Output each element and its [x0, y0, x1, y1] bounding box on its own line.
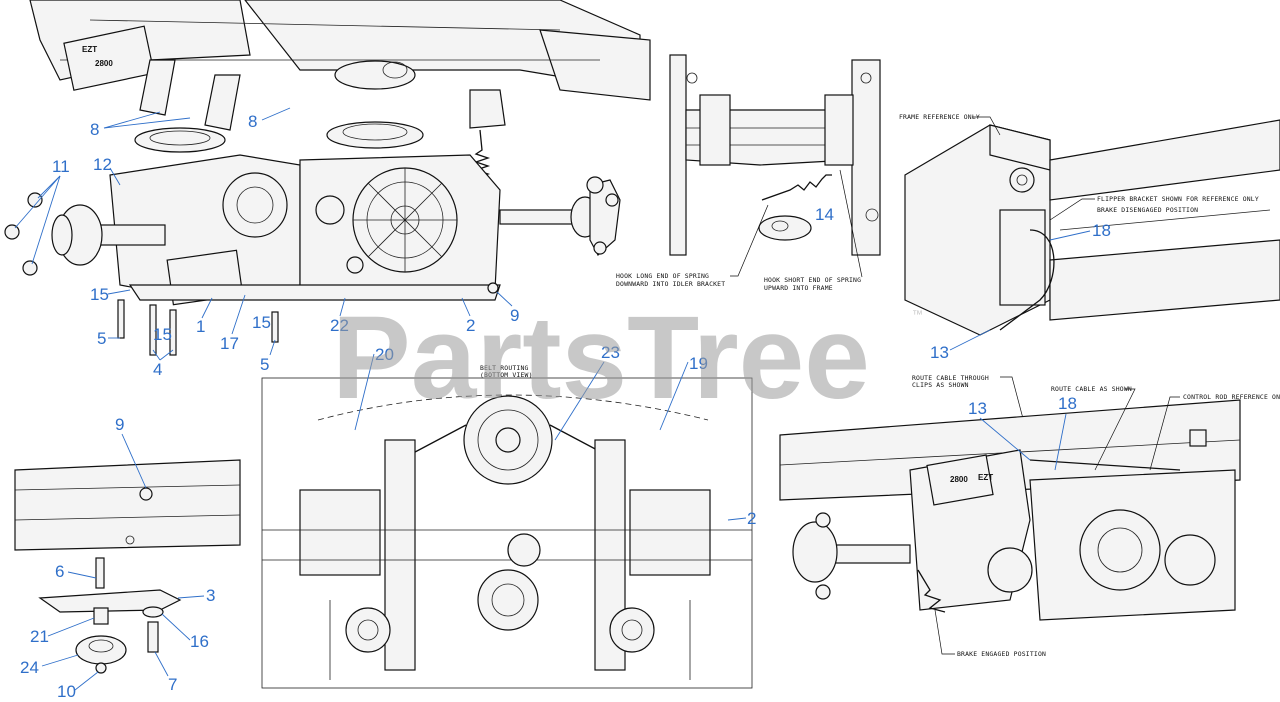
- note-belt-routing-1: BELT ROUTING: [480, 364, 529, 372]
- callout-16: 16: [190, 632, 209, 651]
- decal-model-top: 2800: [95, 59, 113, 68]
- callout-8-right: 8: [248, 112, 257, 131]
- note-hook-long-2: DOWNWARD INTO IDLER BRACKET: [616, 280, 725, 288]
- spring-detail: 14 HOOK LONG END OF SPRING DOWNWARD INTO…: [616, 54, 881, 292]
- callout-15-a: 15: [90, 285, 109, 304]
- note-brake-disengaged: BRAKE DISENGAGED POSITION: [1097, 206, 1198, 214]
- callout-13-bottom: 13: [968, 399, 987, 418]
- callout-9-bottom: 9: [115, 415, 124, 434]
- belt-routing-view: BELT ROUTING (BOTTOM VIEW) 20 23 19 2: [261, 343, 756, 689]
- callout-21: 21: [30, 627, 49, 646]
- transaxle-assembly: EZT 2800: [4, 0, 651, 379]
- flipper-bracket-detail: FRAME REFERENCE ONLY FLIPPER BRACKET SHO…: [899, 113, 1280, 446]
- watermark-trademark: ™: [912, 309, 923, 321]
- note-hook-long-1: HOOK LONG END OF SPRING: [616, 272, 709, 280]
- callout-18-bottom: 18: [1058, 394, 1077, 413]
- note-frame-reference: FRAME REFERENCE ONLY: [899, 113, 980, 121]
- callout-19: 19: [689, 354, 708, 373]
- callout-10: 10: [57, 682, 76, 701]
- note-control-rod: CONTROL ROD REFERENCE ONLY: [1183, 393, 1280, 401]
- brake-engaged-view: 2800 EZT ROUTE CABLE AS SHOWN CONTROL RO…: [779, 385, 1280, 658]
- callout-20: 20: [375, 345, 394, 364]
- callout-14: 14: [815, 205, 834, 224]
- callout-5-left: 5: [97, 329, 106, 348]
- note-route-cable-clips-2: CLIPS AS SHOWN: [912, 381, 969, 389]
- callout-18-top: 18: [1092, 221, 1111, 240]
- callout-6: 6: [55, 562, 64, 581]
- note-brake-engaged: BRAKE ENGAGED POSITION: [957, 650, 1046, 658]
- callout-1: 1: [196, 317, 205, 336]
- callout-15-c: 15: [252, 313, 271, 332]
- callout-17: 17: [220, 334, 239, 353]
- callout-8-left: 8: [90, 120, 99, 139]
- decal-ezt-top: EZT: [82, 45, 97, 54]
- note-hook-short-2: UPWARD INTO FRAME: [764, 284, 833, 292]
- callout-24: 24: [20, 658, 39, 677]
- idler-detail: 9 6 3 21 16 24 7 10: [14, 415, 241, 701]
- callout-7: 7: [168, 675, 177, 694]
- callout-23: 23: [601, 343, 620, 362]
- decal-model-bottom: 2800: [950, 475, 968, 484]
- callout-12: 12: [93, 155, 112, 174]
- callout-2-top: 2: [466, 316, 475, 335]
- watermark: PartsTree: [332, 292, 870, 424]
- note-hook-short-1: HOOK SHORT END OF SPRING: [764, 276, 861, 284]
- note-route-cable-clips-1: ROUTE CABLE THROUGH: [912, 374, 989, 382]
- callout-22: 22: [330, 316, 349, 335]
- callout-9-top: 9: [510, 306, 519, 325]
- note-belt-routing-2: (BOTTOM VIEW): [480, 371, 533, 379]
- note-route-cable-as-shown: ROUTE CABLE AS SHOWN: [1051, 385, 1132, 393]
- callout-11: 11: [52, 157, 70, 176]
- note-flipper-bracket: FLIPPER BRACKET SHOWN FOR REFERENCE ONLY: [1097, 195, 1259, 203]
- callout-15-b: 15: [153, 325, 172, 344]
- callout-4: 4: [153, 360, 162, 379]
- callout-2-bottom: 2: [747, 509, 756, 528]
- callout-13-top: 13: [930, 343, 949, 362]
- callout-5-right: 5: [260, 355, 269, 374]
- callout-3: 3: [206, 586, 215, 605]
- decal-ezt-bottom: EZT: [978, 473, 993, 482]
